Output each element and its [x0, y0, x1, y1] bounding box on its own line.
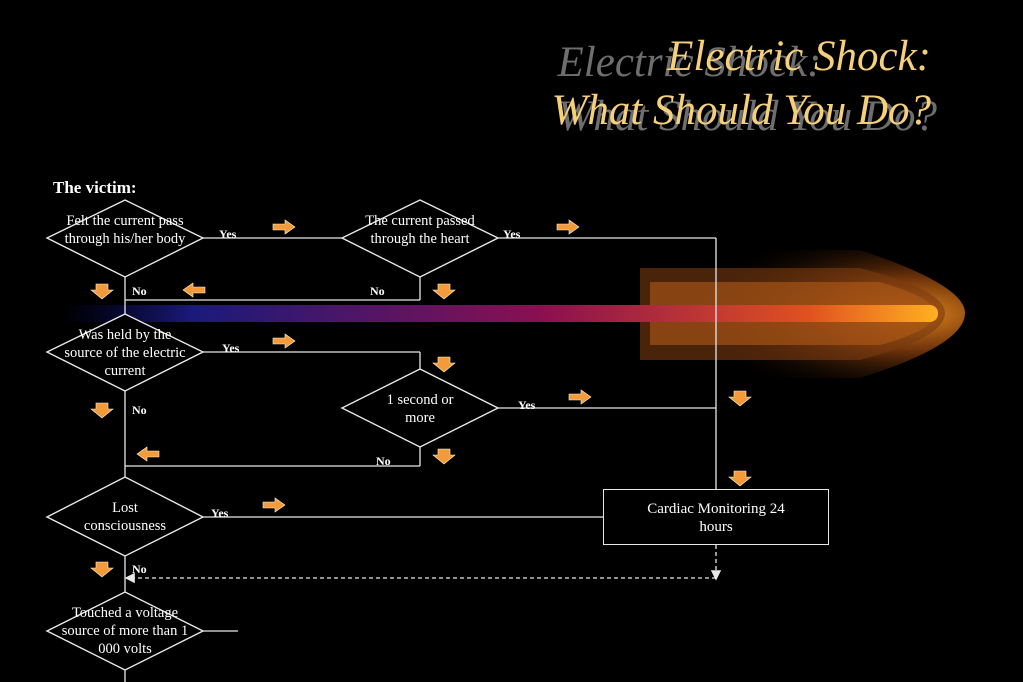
down-arrow-icon [432, 283, 456, 300]
right-arrow-icon [272, 219, 296, 235]
decision-held-by-source [45, 313, 205, 392]
node-lost-consciousness-text: Lost consciousness [83, 500, 167, 534]
comet-decoration [60, 250, 965, 378]
yes-label: Yes [219, 227, 237, 241]
right-arrow-icon [272, 333, 296, 349]
decision-touched-voltage [45, 591, 205, 671]
title-line-1: Electric Shock: Electric Shock: [557, 33, 931, 86]
down-arrow-icon [728, 470, 752, 487]
node-held-by-source-text: Was held by the source of the electric c… [64, 327, 186, 379]
diagram-heading: The victim: [53, 178, 137, 197]
down-arrow-icon [90, 283, 114, 300]
yes-label: Yes [518, 398, 536, 412]
left-arrow-icon [182, 282, 206, 298]
no-label: No [370, 284, 385, 298]
no-label: No [132, 562, 147, 576]
node-current-heart-text: The current passed through the heart [365, 213, 475, 247]
connector-lines [124, 237, 722, 682]
decision-one-second [340, 368, 500, 448]
down-arrow-icon [728, 390, 752, 407]
yes-label: Yes [503, 227, 521, 241]
yes-label: Yes [222, 341, 240, 355]
decision-felt-current [45, 199, 205, 278]
no-label: No [132, 403, 147, 417]
no-label: No [376, 454, 391, 468]
decision-lost-consciousness [45, 476, 205, 557]
right-arrow-icon [556, 219, 580, 235]
decision-current-heart [340, 199, 500, 278]
down-arrow-icon [90, 402, 114, 419]
down-arrow-icon [432, 448, 456, 465]
node-touched-voltage-text: Touched a voltage source of more than 1 … [61, 605, 189, 657]
right-arrow-icon [262, 497, 286, 513]
yes-label: Yes [211, 506, 229, 520]
node-felt-current-text: Felt the current pass through his/her bo… [64, 213, 186, 247]
left-arrow-icon [136, 446, 160, 462]
cardiac-monitoring-text: Cardiac Monitoring 24 hours [647, 501, 785, 535]
down-arrow-icon [90, 561, 114, 578]
node-one-second-text: 1 second or more [386, 392, 454, 426]
cardiac-monitoring-box: Cardiac Monitoring 24 hours [603, 489, 829, 545]
title-line-2: What Should You Do? What Should You Do? [551, 87, 937, 140]
no-label: No [132, 284, 147, 298]
right-arrow-icon [568, 389, 592, 405]
down-arrow-icon [432, 356, 456, 373]
slide-title: Electric Shock: Electric Shock: What Sho… [551, 30, 937, 140]
